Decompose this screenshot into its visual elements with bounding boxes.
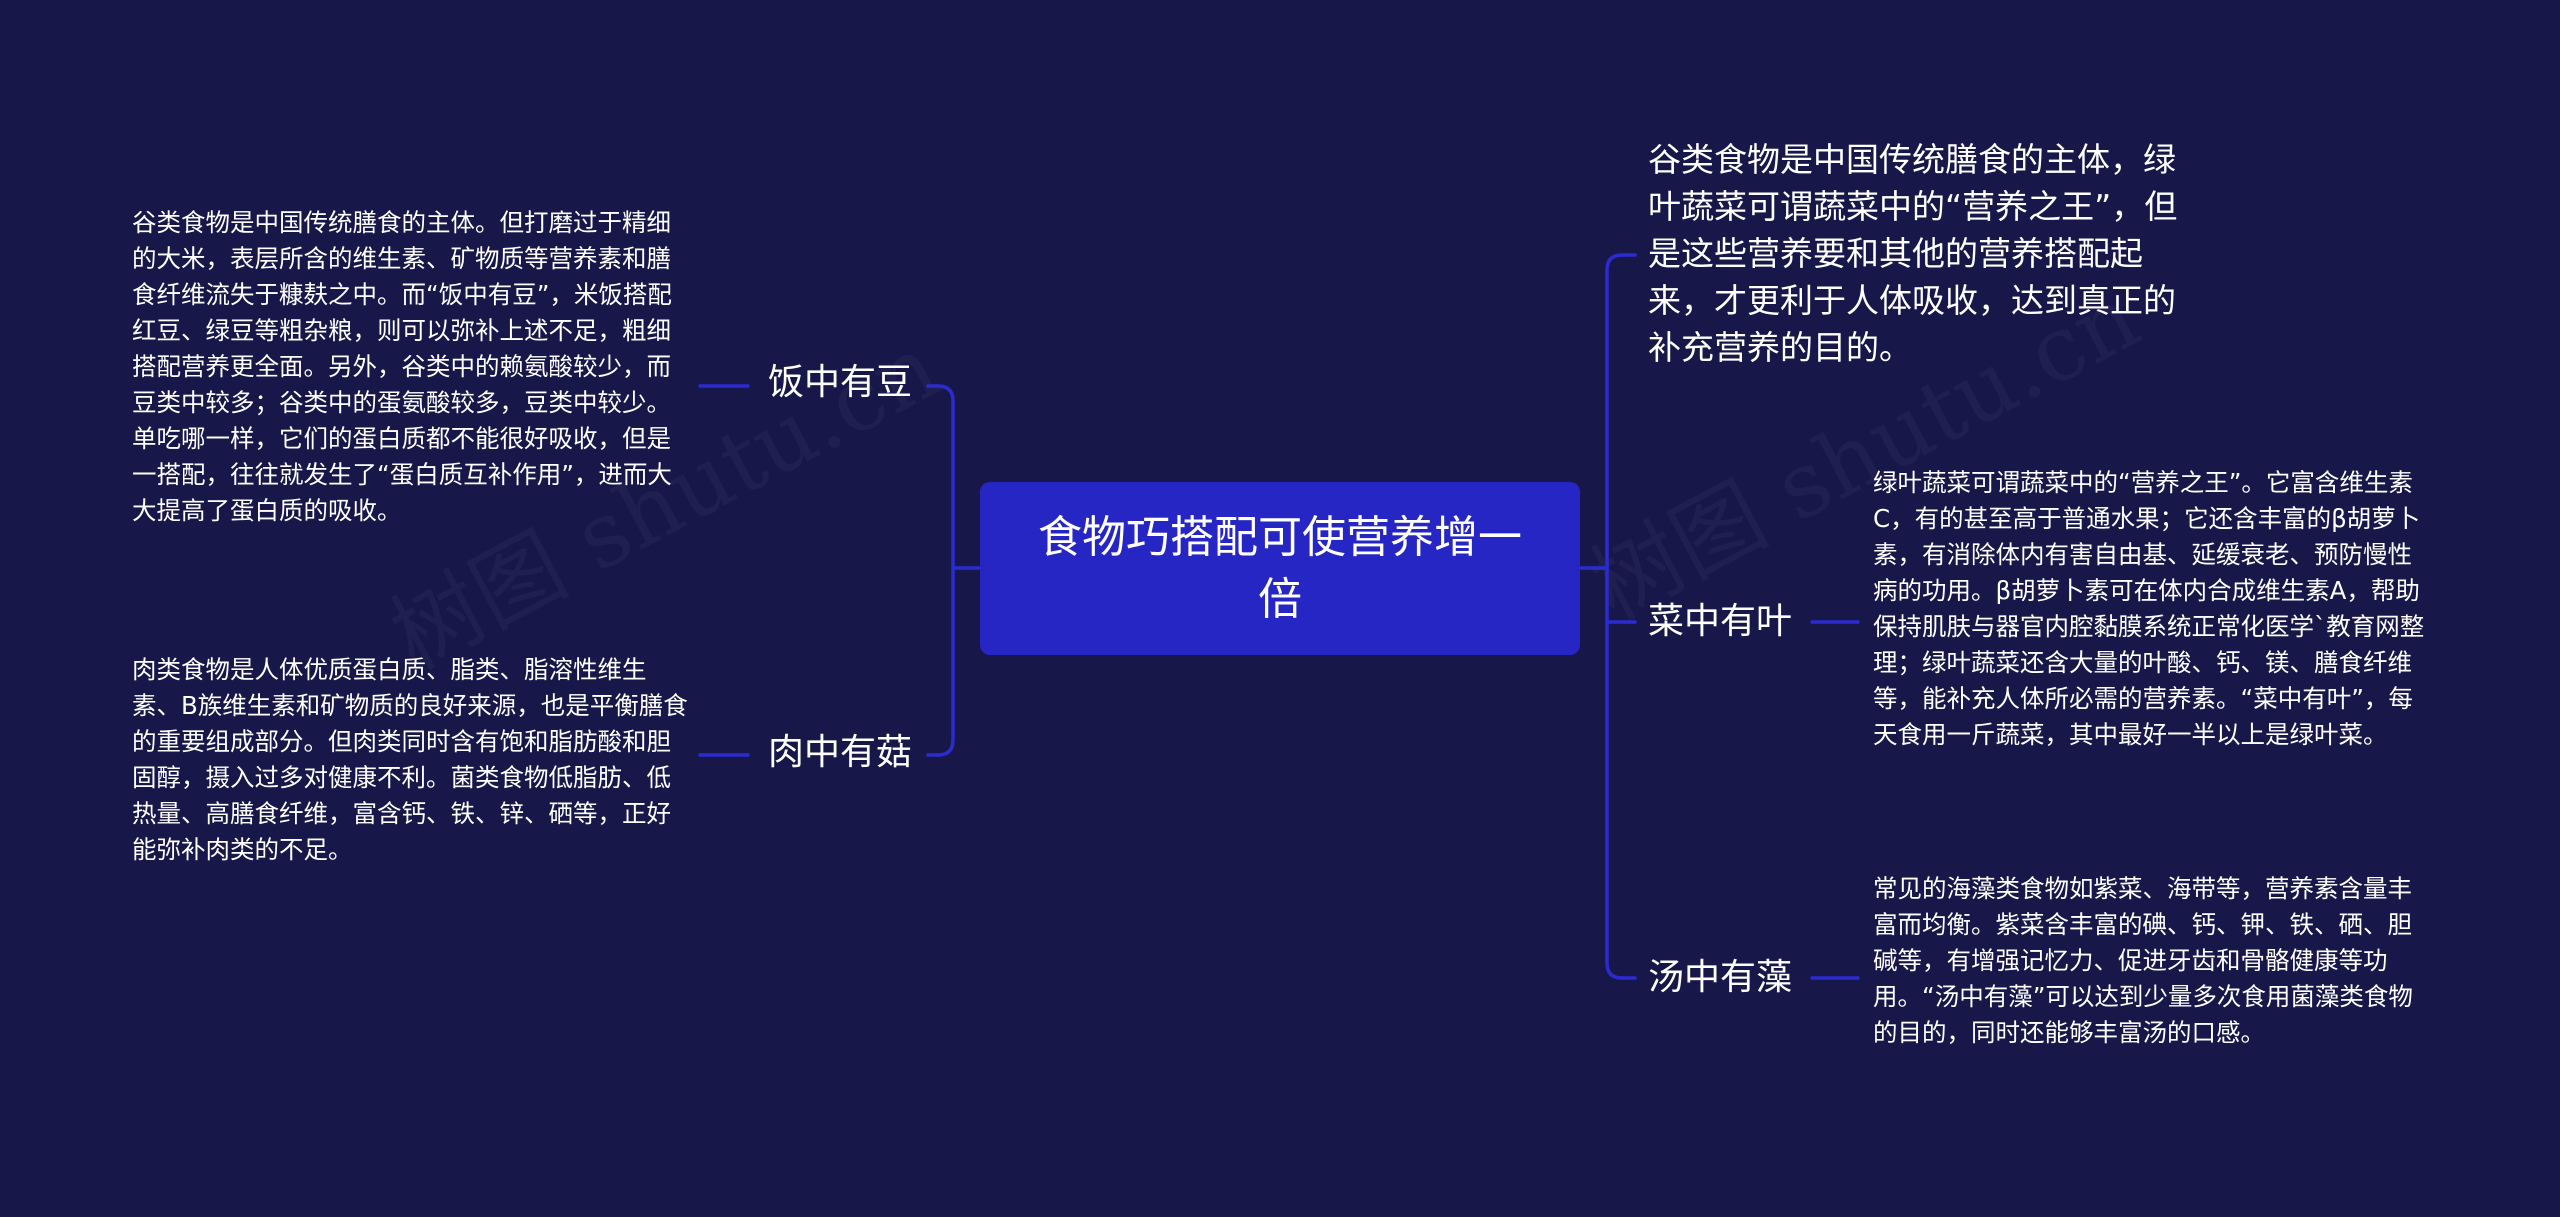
connector-left-trunk: [936, 384, 955, 757]
branch-vegetables-with-leaves[interactable]: 菜中有叶: [1648, 601, 1793, 642]
branch-soup-with-seaweed[interactable]: 汤中有藻: [1648, 957, 1793, 998]
root-node[interactable]: 食物巧搭配可使营养增一倍: [980, 482, 1580, 655]
leaf-soup-with-seaweed-text: 常见的海藻类食物如紫菜、海带等，营养素含量丰富而均衡。紫菜含丰富的碘、钙、钾、铁…: [1873, 874, 2413, 1047]
root-title: 食物巧搭配可使营养增一倍: [1038, 511, 1522, 625]
connector-right-trunk: [1605, 253, 1624, 980]
branch-meat-with-mushrooms[interactable]: 肉中有菇: [768, 732, 913, 773]
leaf-rice-with-beans-text: 谷类食物是中国传统膳食的主体。但打磨过于精细的大米，表层所含的维生素、矿物质等营…: [132, 208, 672, 525]
leaf-meat-with-mushrooms-text: 肉类食物是人体优质蛋白质、脂类、脂溶性维生素、B族维生素和矿物质的良好来源，也是…: [132, 655, 688, 864]
branch-rice-with-beans[interactable]: 饭中有豆: [768, 362, 913, 403]
leaf-vegetables-with-leaves-text: 绿叶蔬菜可谓蔬菜中的“营养之王”。它富含维生素C，有的甚至高于普通水果；它还含丰…: [1873, 468, 2425, 749]
right-intro-text[interactable]: 谷类食物是中国传统膳食的主体，绿叶蔬菜可谓蔬菜中的“营养之王”，但是这些营养要和…: [1648, 140, 2178, 367]
